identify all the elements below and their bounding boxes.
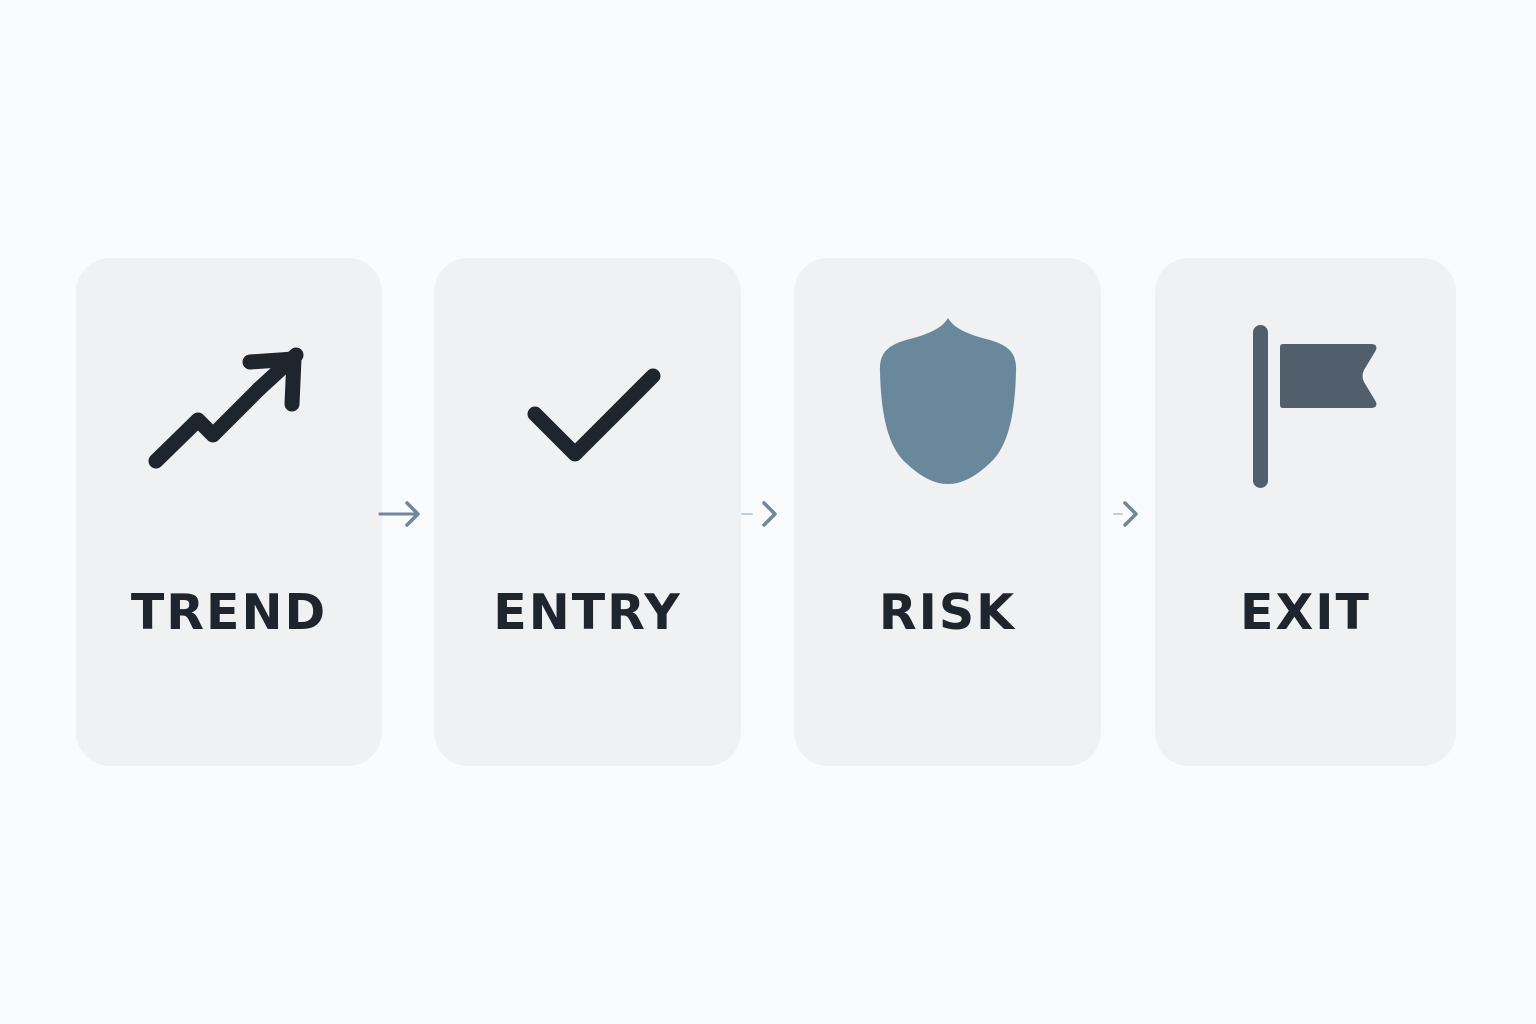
step-card-risk: RISK bbox=[794, 258, 1101, 766]
step-label: RISK bbox=[878, 584, 1017, 641]
step-label: ENTRY bbox=[493, 584, 682, 641]
step-label: EXIT bbox=[1240, 584, 1371, 641]
chevron-right-icon bbox=[1112, 498, 1156, 530]
flag-icon bbox=[1155, 310, 1456, 490]
shield-icon bbox=[794, 310, 1101, 490]
checkmark-icon bbox=[434, 310, 741, 490]
step-card-entry: ENTRY bbox=[434, 258, 741, 766]
trending-up-icon bbox=[76, 310, 382, 490]
chevron-right-icon bbox=[741, 498, 786, 530]
step-label: TREND bbox=[130, 584, 328, 641]
step-card-trend: TREND bbox=[76, 258, 382, 766]
arrow-right-icon bbox=[378, 498, 424, 530]
step-card-exit: EXIT bbox=[1155, 258, 1456, 766]
